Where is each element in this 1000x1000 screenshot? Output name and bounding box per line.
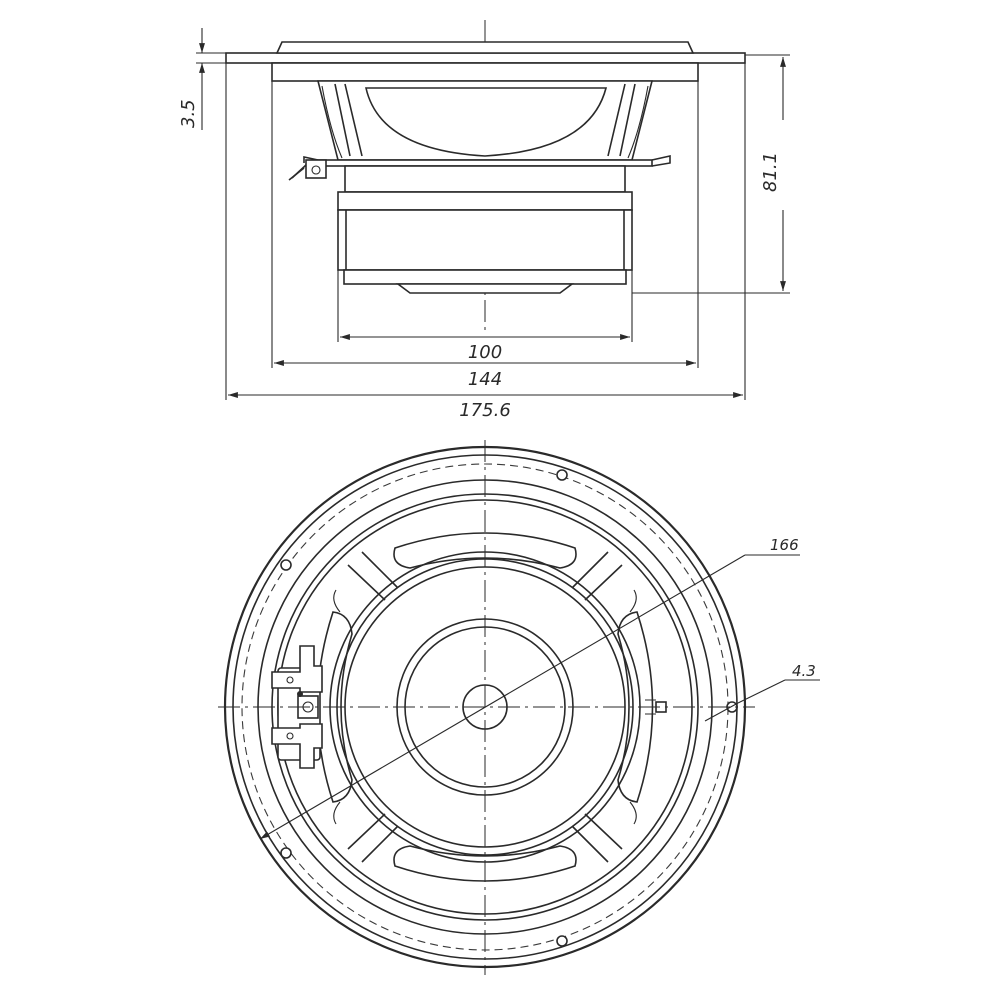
dim-total-depth: 81.1 bbox=[632, 54, 790, 294]
dim-basket-diameter: 144 bbox=[274, 360, 696, 390]
dim-bolt-circle: 166 bbox=[259, 536, 800, 840]
dim-label-magnet-diameter: 100 bbox=[468, 342, 502, 363]
dim-magnet-diameter: 100 bbox=[340, 334, 630, 363]
rear-view: 166 4.3 bbox=[218, 440, 820, 975]
terminal-block bbox=[271, 645, 323, 769]
side-view: 3.5 81.1 100 144 175.6 bbox=[178, 20, 790, 421]
side-terminal bbox=[288, 159, 327, 181]
dim-label-bolt-circle: 166 bbox=[770, 536, 799, 554]
dim-flange-thickness: 3.5 bbox=[178, 28, 226, 130]
basket-windows bbox=[316, 532, 654, 882]
dim-label-mounting-hole: 4.3 bbox=[792, 662, 816, 680]
mounting-holes bbox=[280, 469, 738, 947]
dim-label-flange-thickness: 3.5 bbox=[178, 99, 199, 128]
dim-label-total-depth: 81.1 bbox=[760, 152, 781, 192]
dim-mounting-hole: 4.3 bbox=[704, 662, 820, 722]
dim-label-basket-diameter: 144 bbox=[468, 369, 502, 390]
dim-label-overall-diameter: 175.6 bbox=[459, 400, 511, 421]
dim-overall-diameter: 175.6 bbox=[228, 392, 743, 421]
